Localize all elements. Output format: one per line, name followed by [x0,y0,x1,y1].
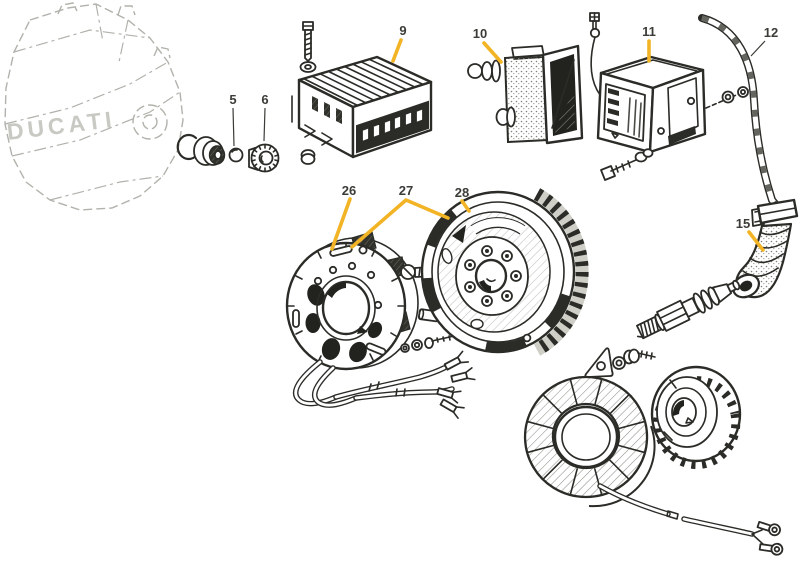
callout-10-label[interactable]: 10 [473,26,487,41]
regulator-nut [300,149,316,165]
regulator-part [291,21,433,165]
regulator-washer [299,61,317,73]
callout-11: 11 [642,24,656,63]
ignition-coil-part [467,44,584,145]
stator-bolt [623,348,656,365]
knurled-nut-part [248,143,280,173]
small-screw-washers [400,335,455,353]
stator-mount-hardware [584,347,656,378]
callout-27-label[interactable]: 27 [399,183,413,198]
callouts: 5 6 9 10 11 12 15 26 [229,23,778,252]
crankshaft-small-parts [176,133,280,173]
brand-lettering: DUCATI [5,106,117,145]
spark-plug-cap-part [732,198,799,299]
regulator-body [291,55,433,159]
callout-12-label[interactable]: 12 [764,25,778,40]
callout-26-label[interactable]: 26 [342,183,356,198]
callout-6-label[interactable]: 6 [261,92,268,107]
callout-27-leader [350,198,450,249]
ht-cable-part [698,14,781,210]
alternator-rotor-illustration [650,365,742,470]
callout-9-label[interactable]: 9 [399,23,406,38]
callout-26-leader [330,197,352,251]
hub-bushing-part [193,136,226,166]
callout-9: 9 [391,23,407,63]
spark-plug-illustration [636,279,741,340]
cdi-unit-part [589,12,749,181]
clutch-cover-illustration: DUCATI [4,2,184,211]
stator-plate-part [285,231,476,419]
callout-15-leader [747,230,765,252]
boss-screw-holes [464,245,522,307]
callout-10-leader [482,41,503,64]
ball-part [228,147,244,163]
coil-terminal-bottom [495,106,516,128]
cover-bearing-boss [132,104,168,140]
callout-28: 28 [455,185,471,213]
callout-28-leader [460,199,471,213]
cdi-bolt [600,148,654,181]
timing-mark [452,225,466,243]
adjust-slot-bottom [365,342,387,356]
alternator-stator-illustration [523,375,784,556]
callout-26: 26 [330,183,356,251]
wire-terminals [436,350,476,419]
callout-5: 5 [229,92,237,147]
ring-terminal [756,520,781,537]
stator-output-wires [597,483,784,556]
callout-11-label[interactable]: 11 [642,24,656,39]
adjust-slot-left [292,309,300,328]
cdi-washers [705,86,749,109]
coil-terminal-top [467,59,501,83]
rim-magnet-bands [423,209,571,352]
callout-6-leader [263,107,266,142]
callout-28-label[interactable]: 28 [455,185,469,200]
stator-plate-wires [292,350,476,419]
callout-10: 10 [473,26,503,64]
callout-15-label[interactable]: 15 [736,216,750,231]
flywheel-part [420,188,589,356]
callout-12: 12 [750,25,778,57]
regulator-bolt [302,21,314,62]
cdi-screw-hole [657,127,665,135]
callout-15: 15 [736,216,765,252]
callout-6: 6 [261,92,269,142]
callout-5-label[interactable]: 5 [229,92,236,107]
ring-terminal [758,542,784,556]
callout-12-leader [750,40,766,57]
rotor-ribs [653,376,741,470]
snap-ring-part [176,133,198,161]
callout-27: 27 [350,183,450,249]
cdi-label [603,83,646,142]
regulator-connector [356,100,429,154]
callout-5-leader [232,107,235,147]
callout-9-leader [391,38,403,63]
